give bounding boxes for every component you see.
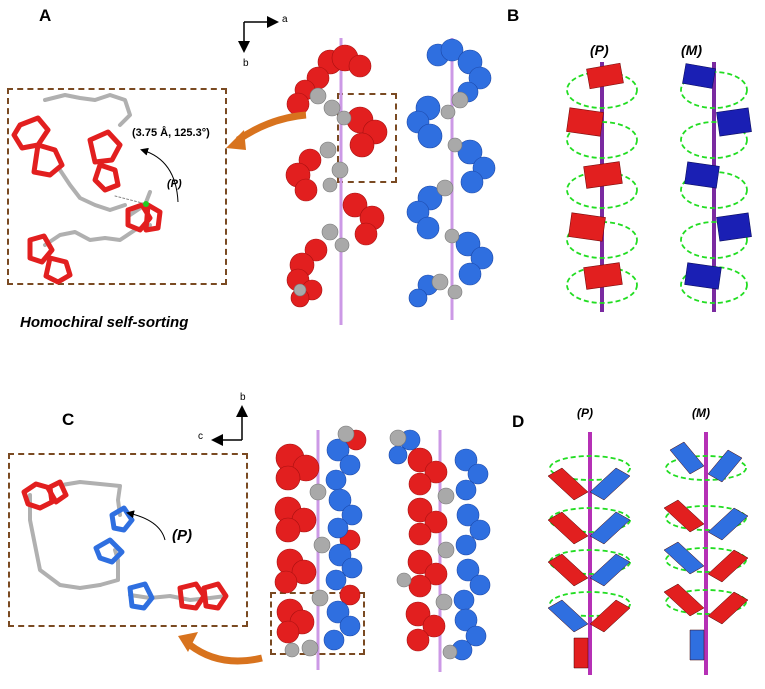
helix-cartoon-m-d (663, 432, 749, 675)
axis-label-a: a (282, 14, 288, 25)
caption-homochiral: Homochiral self-sorting (20, 314, 189, 331)
label-b-right: (M) (681, 42, 702, 58)
chirality-label-a: (P) (167, 178, 182, 190)
axis-label-c: c (198, 431, 203, 442)
axes-icon-a (238, 16, 279, 53)
helix-spacefill-red-a (285, 38, 388, 325)
axis-label-b-top: b (243, 58, 249, 69)
helix-spacefill-right-c (388, 429, 491, 672)
helix-cartoon-m-b (680, 62, 752, 312)
zoom-arrow-a (236, 111, 307, 143)
stick-model-a (11, 93, 163, 285)
axes-icon-c (211, 405, 248, 446)
helix-spacefill-blue-a (406, 38, 496, 320)
helix-cartoon-p-b (566, 62, 638, 312)
helix-spacefill-left-c (274, 425, 367, 670)
highlight-box-a (337, 93, 397, 183)
panel-letter-b: B (507, 6, 520, 25)
zoom-arrow-c (187, 642, 263, 665)
helix-cartoon-p-d (547, 432, 631, 675)
stick-model-c (21, 479, 229, 611)
axis-label-b-bottom: b (240, 392, 246, 403)
zoom-box-a (7, 88, 227, 285)
annotation-distance-angle: (3.75 Å, 125.3°) (132, 127, 210, 139)
zoom-box-c (8, 453, 248, 627)
label-d-left: (P) (577, 406, 593, 420)
panel-letter-a: A (39, 6, 52, 25)
chirality-label-c: (P) (172, 527, 192, 544)
label-b-left: (P) (590, 42, 609, 58)
panel-letter-d: D (512, 412, 525, 431)
panel-letter-c: C (62, 410, 75, 429)
label-d-right: (M) (692, 406, 710, 420)
